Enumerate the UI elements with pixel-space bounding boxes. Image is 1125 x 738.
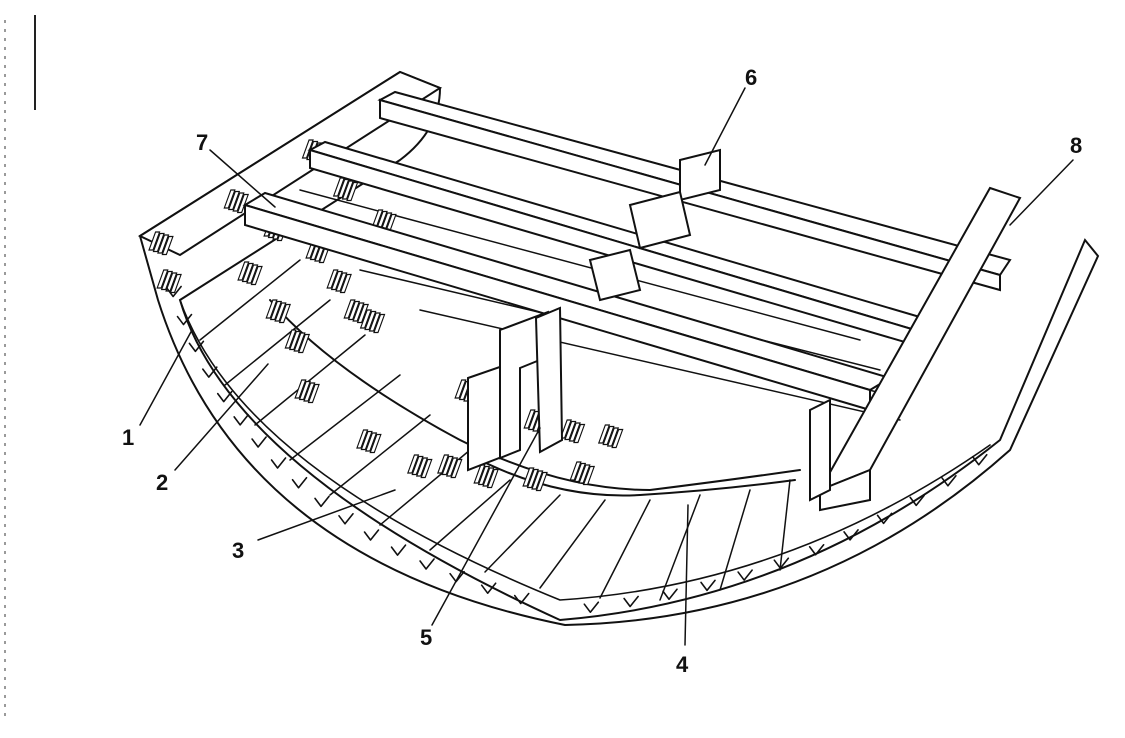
seam-stitch [419,558,435,570]
seam-stitch [363,529,380,541]
seam-stitch [843,529,859,541]
lashing-stitch [343,299,369,324]
leader-line-5 [431,427,541,626]
outer-seam-stitches [166,285,988,613]
seam-stitch [251,436,267,448]
seam-stitch [314,495,330,508]
lashing-stitch [356,429,382,454]
callout-1: 1 [122,425,134,450]
seam-stitch [773,557,790,569]
thwarts [242,90,1012,412]
leader-line-1 [139,329,193,426]
seam-stitch [737,569,753,581]
lashing-stitch [559,419,586,444]
seam-stitch [808,543,825,556]
seam-stitch [480,582,497,595]
lashing-stitch [326,269,352,294]
lashing-stitch [437,454,463,479]
leader-line-4 [684,504,689,646]
lashing-stitch [522,467,548,492]
leader-line-2 [174,363,269,471]
lashing-stitch [597,424,624,449]
seam-stitch [876,512,893,525]
lashing-stitch [148,231,174,256]
lashing-stitch [237,261,263,286]
right-frame [809,186,1022,512]
callout-3: 3 [232,538,244,563]
vertical-post [467,306,564,472]
seam-stitch [390,544,407,556]
callout-7: 7 [196,130,208,155]
lashing-stitch [223,189,250,214]
callout-4: 4 [676,652,689,677]
callout-8: 8 [1070,133,1082,158]
leader-line-8 [1009,159,1074,226]
seam-stitch [176,313,193,326]
lashing-stitch [156,269,182,294]
seam-stitch [270,457,287,469]
lashing-stitch [284,329,311,354]
lashing-stitch [569,461,596,486]
seam-stitch [202,366,218,378]
seam-stitch [909,494,925,507]
seam-stitch [188,340,205,353]
lashing-stitch [371,209,397,234]
lashing-stitch [294,379,320,404]
seam-stitch [291,476,308,489]
callout-2: 2 [156,470,168,495]
seam-stitch [233,414,249,426]
seam-stitch [216,390,233,403]
seam-stitch [583,601,600,613]
callout-labels: 1 2 3 4 5 6 7 8 [122,65,1082,677]
lashing-stitch [265,299,291,324]
seam-stitch [338,513,354,525]
leader-line-3 [257,489,396,541]
seam-stitch [700,579,716,592]
lashing-stitch [359,309,386,334]
seam-stitch [662,588,678,601]
callout-6: 6 [745,65,757,90]
callout-5: 5 [420,625,432,650]
leader-line-6 [704,87,746,166]
seam-stitch [971,453,988,466]
scan-margin-marks [4,15,36,720]
seam-stitch [941,475,957,487]
leader-line-7 [209,149,276,208]
seam-stitch [623,595,639,608]
lashing-stitch [407,454,433,479]
seam-stitch [513,592,530,605]
leader-lines [139,87,1074,646]
lashing-stitch [473,464,499,489]
seam-stitch [166,285,182,298]
